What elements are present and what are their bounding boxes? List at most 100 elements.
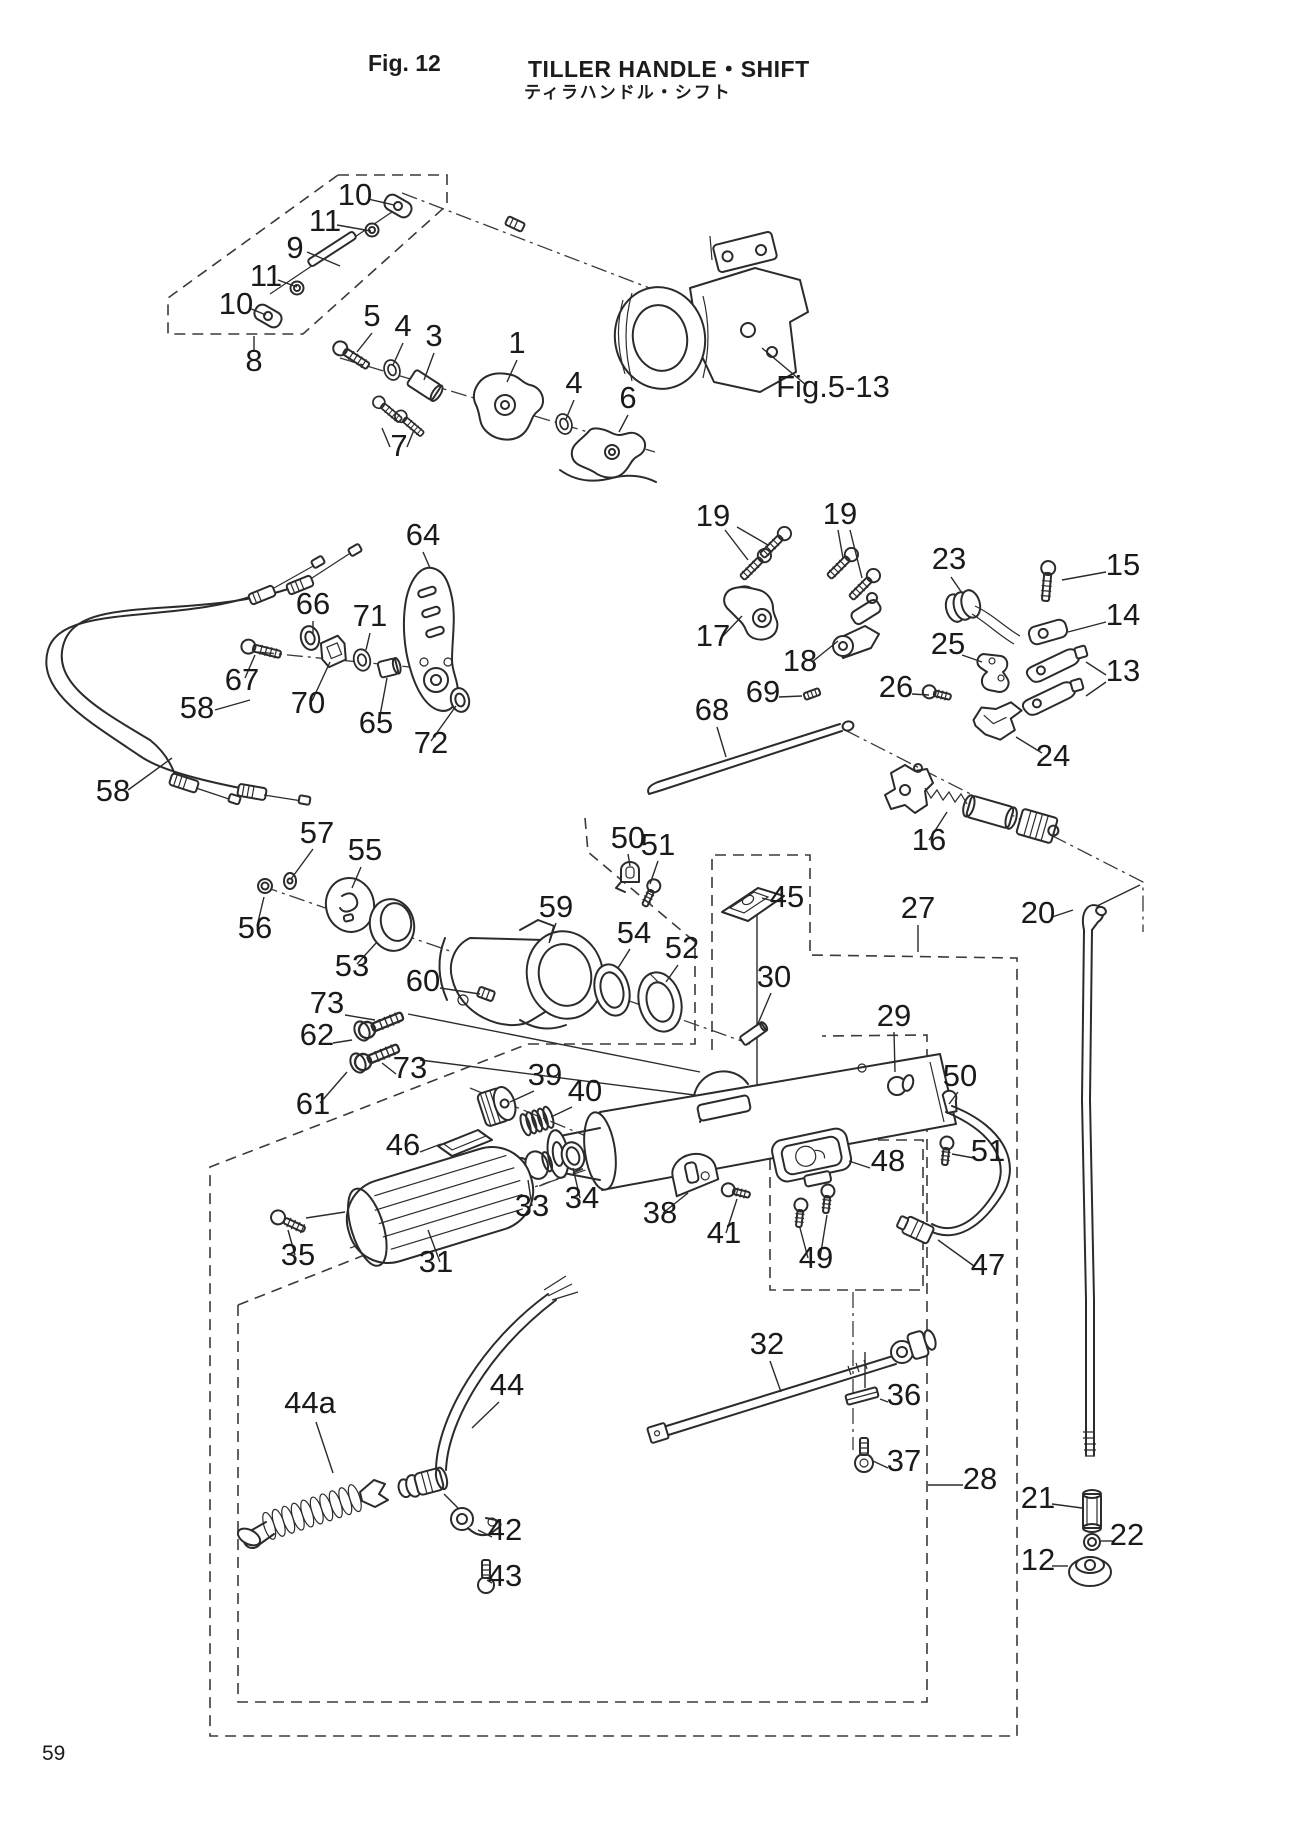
part-label-55: 55	[348, 832, 382, 867]
part-label-3: 3	[425, 318, 442, 353]
switch-panel-drawing	[771, 1127, 853, 1229]
part-label-65: 65	[359, 705, 393, 740]
part-label-51: 51	[641, 827, 675, 862]
part-label-1: 1	[508, 325, 525, 360]
screw-37	[854, 1437, 874, 1473]
part-label-24: 24	[1036, 738, 1070, 773]
part-label-19: 19	[823, 496, 857, 531]
part-label-60: 60	[406, 963, 440, 998]
part-label-40: 40	[568, 1073, 602, 1108]
shift-shaft-assembly-drawing	[884, 763, 1060, 844]
part-label-39: 39	[528, 1057, 562, 1092]
part-label-46: 46	[386, 1127, 420, 1162]
part-label-67: 67	[225, 662, 259, 697]
part-label-37: 37	[887, 1443, 921, 1478]
part-label-6: 6	[619, 380, 636, 415]
part-label-21: 21	[1021, 1480, 1055, 1515]
mount-bolts-drawing	[349, 986, 719, 1099]
part-label-68: 68	[695, 692, 729, 727]
part-label-73: 73	[310, 985, 344, 1020]
throttle-link-rod-drawing	[1068, 884, 1141, 1587]
part-label-27: 27	[901, 890, 935, 925]
part-label-34: 34	[565, 1180, 599, 1215]
stop-switch-cable-drawing	[896, 1089, 1011, 1245]
lanyard-drawing	[236, 1275, 579, 1549]
part-label-69: 69	[746, 674, 780, 709]
part-label-57: 57	[300, 815, 334, 850]
part-label-15: 15	[1106, 547, 1140, 582]
part-label-73: 73	[393, 1050, 427, 1085]
shift-rod-drawing	[647, 687, 855, 795]
part-label-14: 14	[1106, 597, 1140, 632]
part-label-29: 29	[877, 998, 911, 1033]
throttle-cam-group-drawing	[329, 337, 657, 483]
part-label-10: 10	[219, 286, 253, 321]
part-label-43: 43	[488, 1558, 522, 1593]
spacer-21-drawing	[1082, 1489, 1102, 1533]
part-label-70: 70	[291, 685, 325, 720]
part-label-fig-5-13: Fig.5-13	[776, 369, 890, 404]
part-label-45: 45	[770, 879, 804, 914]
figure-number: Fig. 12	[368, 50, 441, 76]
part-label-42: 42	[488, 1512, 522, 1547]
part-label-72: 72	[414, 725, 448, 760]
part-label-4: 4	[394, 308, 411, 343]
part-label-9: 9	[286, 230, 303, 265]
part-label-41: 41	[707, 1215, 741, 1250]
part-label-58: 58	[96, 773, 130, 808]
figure-title-japanese: ティラハンドル・シフト	[524, 83, 732, 102]
part-label-47: 47	[971, 1247, 1005, 1282]
part-label-12: 12	[1021, 1542, 1055, 1577]
part-label-18: 18	[783, 643, 817, 678]
bushing-rings-drawing	[593, 963, 683, 1033]
screw-43	[477, 1559, 495, 1594]
figure-title: TILLER HANDLE・SHIFT	[528, 56, 810, 82]
part-label-44a: 44a	[284, 1385, 336, 1420]
throttle-rod-drawing	[646, 1329, 937, 1473]
pin-30-drawing	[739, 1021, 769, 1046]
part-label-25: 25	[931, 626, 965, 661]
connector-drawing	[504, 215, 526, 233]
part-label-38: 38	[643, 1195, 677, 1230]
part-label-28: 28	[963, 1461, 997, 1496]
part-label-61: 61	[296, 1086, 330, 1121]
lever-pivot-stack-drawing	[238, 623, 473, 715]
part-label-16: 16	[912, 822, 946, 857]
part-label-4: 4	[565, 365, 582, 400]
part-label-64: 64	[406, 517, 440, 552]
leader-lines	[127, 198, 1113, 1584]
handle-pivot-housing-drawing	[438, 919, 605, 1030]
part-label-11: 11	[309, 203, 341, 238]
part-label-51: 51	[971, 1133, 1005, 1168]
part-label-17: 17	[696, 618, 730, 653]
cable-clamp-upper-drawing	[615, 861, 664, 910]
part-label-11: 11	[250, 258, 282, 293]
part-label-7: 7	[390, 428, 407, 463]
ignition-hardware-drawing	[920, 559, 1089, 741]
part-label-50: 50	[943, 1058, 977, 1093]
page-number: 59	[42, 1742, 66, 1765]
part-label-10: 10	[338, 177, 372, 212]
part-label-48: 48	[871, 1143, 905, 1178]
part-label-26: 26	[879, 669, 913, 704]
part-label-19: 19	[696, 498, 730, 533]
handle-grip-drawing	[270, 1129, 535, 1267]
part-label-44: 44	[490, 1367, 524, 1402]
part-label-56: 56	[238, 910, 272, 945]
part-label-53: 53	[335, 948, 369, 983]
part-label-36: 36	[887, 1377, 921, 1412]
friction-stack-drawing	[257, 872, 416, 952]
part-label-22: 22	[1110, 1517, 1144, 1552]
part-label-5: 5	[363, 298, 380, 333]
grommet-12-drawing	[1068, 1556, 1112, 1587]
diagram-artwork	[45, 193, 1141, 1594]
part-label-52: 52	[665, 930, 699, 965]
part-label-71: 71	[353, 598, 387, 633]
cable-guide-drawing	[671, 1152, 753, 1203]
part-label-33: 33	[515, 1188, 549, 1223]
part-label-59: 59	[539, 889, 573, 924]
part-label-50: 50	[611, 820, 645, 855]
part-label-20: 20	[1021, 895, 1055, 930]
